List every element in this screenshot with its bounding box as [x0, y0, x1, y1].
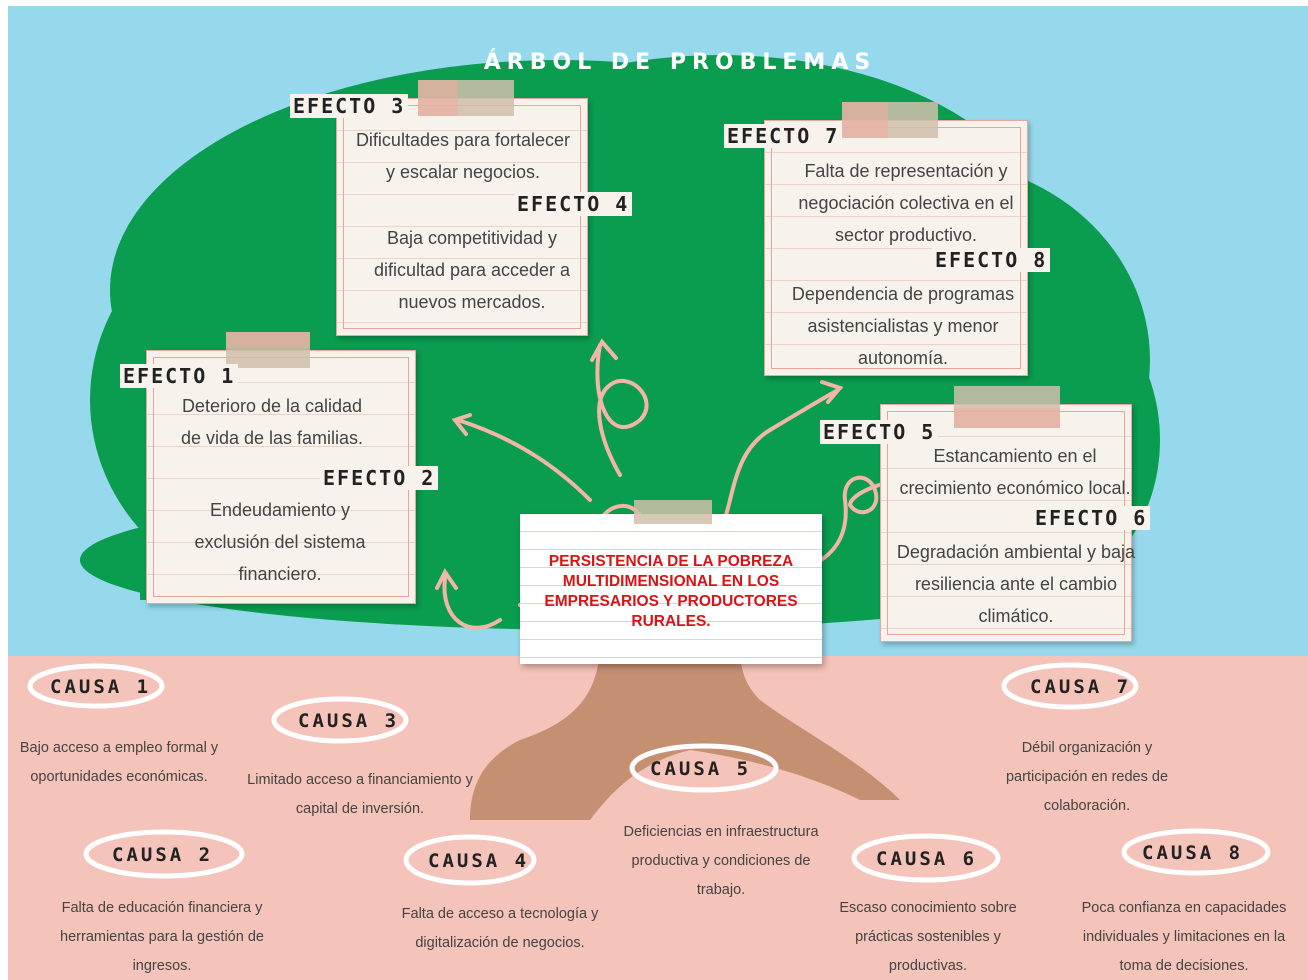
tape: [634, 500, 712, 524]
cause-1-text: Bajo acceso a empleo formal y oportunida…: [19, 740, 219, 785]
cause-7-text: Débil organización y participación en re…: [1005, 740, 1169, 814]
effect-6-label: EFECTO 6: [1032, 506, 1151, 530]
cause-5-text: Deficiencias en infraestructura producti…: [623, 824, 819, 898]
effect-1-text: Deterioro de la calidad de vida de las f…: [180, 396, 364, 448]
diagram-title: ÁRBOL DE PROBLEMAS: [483, 50, 877, 75]
cause-2-label: CAUSA 2: [112, 844, 214, 866]
cause-5-label: CAUSA 5: [650, 758, 752, 780]
cause-6-label: CAUSA 6: [876, 848, 978, 870]
central-problem-card: PERSISTENCIA DE LA POBREZA MULTIDIMENSIO…: [520, 514, 822, 664]
tape: [954, 408, 1060, 428]
effect-5-label: EFECTO 5: [820, 420, 939, 444]
effect-2-label: EFECTO 2: [320, 466, 439, 490]
effect-7-label: EFECTO 7: [724, 124, 843, 148]
cause-3-oval: [271, 696, 409, 744]
cause-3-text: Limitado acceso a financiamiento y capit…: [247, 772, 473, 817]
cause-3-label: CAUSA 3: [298, 710, 400, 732]
tape: [842, 102, 888, 138]
effect-3-text: Dificultades para fortalecer y escalar n…: [355, 130, 571, 182]
cause-4-text: Falta de acceso a tecnología y digitaliz…: [401, 906, 599, 951]
effect-3-label: EFECTO 3: [290, 94, 409, 118]
tape: [226, 332, 310, 348]
cause-1-label: CAUSA 1: [50, 676, 152, 698]
cause-4-label: CAUSA 4: [428, 850, 530, 872]
effect-8-text: Dependencia de programas asistencialista…: [791, 284, 1015, 368]
tree-trunk: [470, 640, 900, 820]
effect-2-text: Endeudamiento y exclusión del sistema fi…: [194, 500, 366, 584]
cause-8-label: CAUSA 8: [1142, 842, 1244, 864]
cause-7-oval: [1001, 662, 1139, 710]
cause-8-text: Poca confianza en capacidades individual…: [1081, 900, 1287, 974]
central-problem-text: PERSISTENCIA DE LA POBREZA MULTIDIMENSIO…: [544, 553, 798, 630]
cause-2-text: Falta de educación financiera y herramie…: [60, 900, 264, 974]
cause-5-oval: [629, 743, 779, 793]
tape: [418, 80, 458, 116]
cause-6-text: Escaso conocimiento sobre prácticas sost…: [839, 900, 1017, 974]
effect-4-text: Baja competitividad y dificultad para ac…: [373, 228, 571, 312]
effect-7-text: Falta de representación y negociación co…: [798, 161, 1014, 245]
effect-1-label: EFECTO 1: [120, 364, 239, 388]
cause-6-oval: [851, 833, 1001, 883]
effect-8-label: EFECTO 8: [932, 248, 1051, 272]
cause-1-oval: [27, 663, 165, 709]
effect-note-1-2: [146, 350, 416, 604]
cause-8-oval: [1121, 828, 1271, 876]
effect-6-text: Degradación ambiental y baja resiliencia…: [896, 542, 1136, 626]
cause-4-oval: [403, 834, 537, 886]
cause-2-oval: [83, 829, 245, 879]
effect-4-label: EFECTO 4: [514, 192, 633, 216]
effect-5-text: Estancamiento en el crecimiento económic…: [899, 446, 1131, 498]
cause-7-label: CAUSA 7: [1030, 676, 1132, 698]
